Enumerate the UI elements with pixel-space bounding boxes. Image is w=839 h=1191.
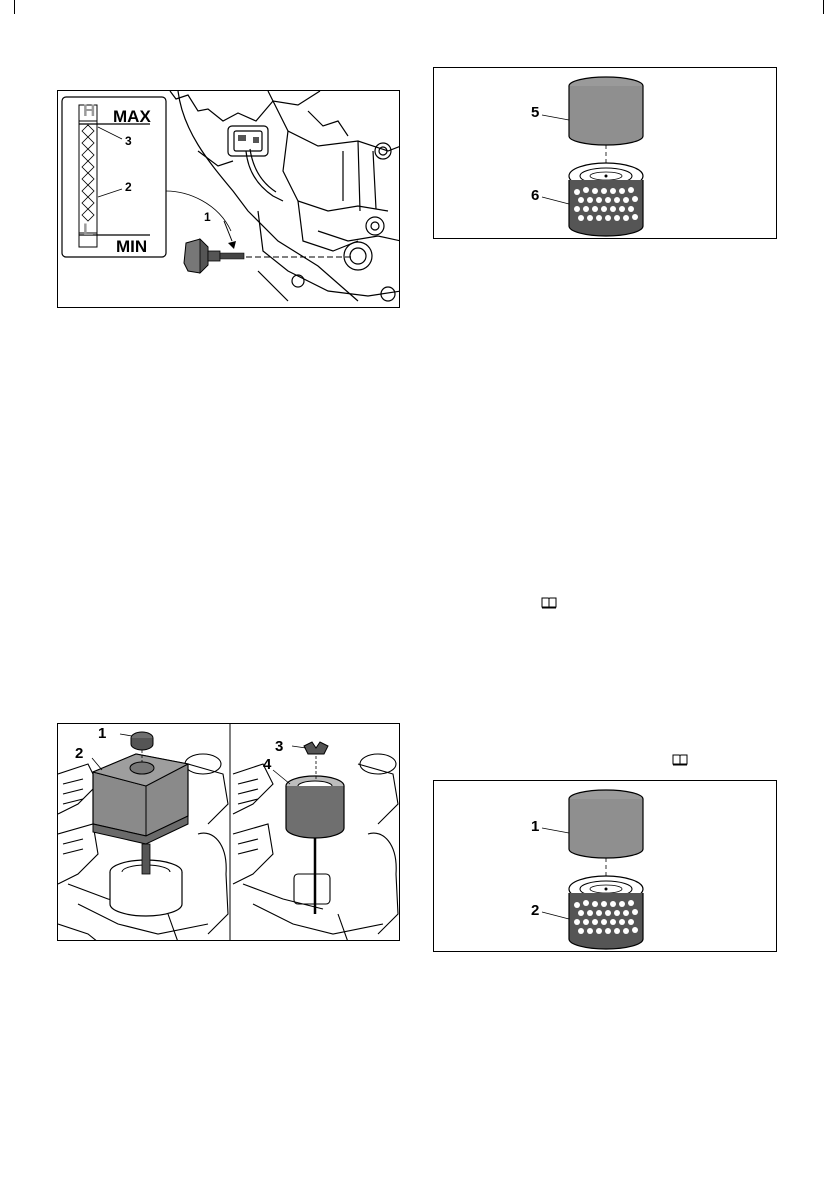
callout-2: 2: [125, 181, 132, 193]
callout-3: 3: [275, 739, 283, 754]
callout-1: 1: [204, 211, 211, 223]
callout-1: 1: [98, 726, 106, 741]
callout-4: 4: [263, 757, 271, 772]
callout-5: 5: [531, 105, 539, 120]
callout-3: 3: [125, 135, 132, 147]
figure-oil-dipstick: H MAX 3 2 1 L MIN: [57, 90, 400, 308]
gauge-l-letter: L: [83, 221, 93, 238]
filter-drawing-2: [434, 781, 777, 952]
crop-mark-right: [823, 0, 824, 14]
callout-2: 2: [75, 746, 83, 761]
filter-drawing: [434, 68, 777, 239]
figure-air-filter-cover: 1 2 3 4: [57, 723, 400, 941]
book-icon: [541, 597, 557, 609]
cover-drawing: [58, 724, 400, 941]
callout-1: 1: [531, 819, 539, 834]
gauge-h-letter: H: [83, 102, 95, 119]
book-icon: [672, 754, 688, 766]
engine-drawing: [58, 91, 400, 308]
callout-6: 6: [531, 188, 539, 203]
gauge-max-label: MAX: [113, 108, 151, 125]
figure-air-filter-parts-bottom: 1 2: [433, 780, 777, 952]
gauge-min-label: MIN: [116, 238, 147, 255]
crop-mark-left: [14, 0, 15, 14]
figure-air-filter-parts-top: 5 6: [433, 67, 777, 239]
callout-2: 2: [531, 903, 539, 918]
